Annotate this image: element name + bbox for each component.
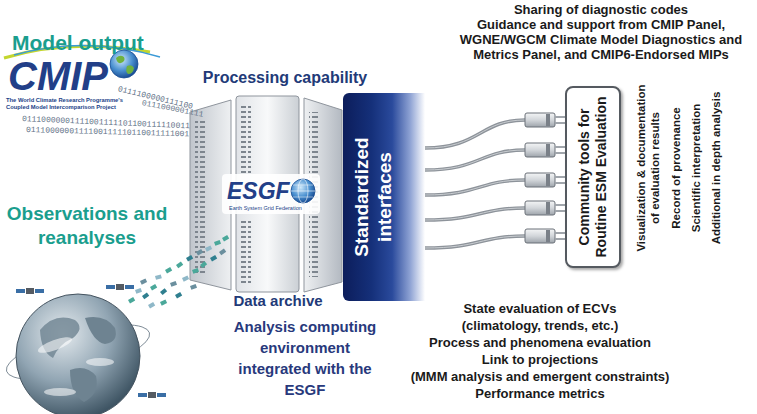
box-title: Community tools for Routine ESM Evaluati… (576, 93, 610, 261)
cable-line (425, 120, 525, 148)
plug-prong (555, 116, 565, 118)
cable-connector (425, 229, 565, 248)
cable-highlight (425, 120, 525, 148)
band-title: Standardized interfaces (350, 102, 396, 292)
earth-globe (1, 294, 154, 414)
arc-label: Data archive (228, 292, 328, 310)
cable-highlight (425, 208, 525, 220)
logo-wordmark: ESGF (227, 180, 293, 203)
cable-line (425, 236, 525, 248)
output-note: Scientific interpretation (689, 79, 703, 257)
plug-collar (546, 174, 550, 186)
note-text: Sharing of diagnostic codes (451, 2, 751, 17)
output-note: Record of provenance (669, 79, 683, 257)
plug-prong (555, 146, 565, 148)
cable-highlight (425, 236, 525, 248)
plug-prong (555, 176, 565, 178)
data-fragments (128, 235, 229, 308)
cable-connector (425, 143, 565, 170)
plug-collar (546, 202, 550, 214)
plug-prong (555, 182, 565, 184)
task-list-item: State evaluation of ECVs (390, 300, 690, 317)
caption-text: Analysis computing environment integrate… (229, 316, 381, 400)
logo-subtitle: Earth System Grid Federation (229, 205, 302, 212)
task-list-item: (MMM analysis and emergent constraints) (390, 368, 690, 385)
task-list-item: Process and phenomena evaluation (390, 334, 690, 351)
cable-line (425, 180, 525, 195)
cable-line (425, 150, 525, 170)
plug-prong (555, 152, 565, 154)
cable-connector (425, 201, 565, 220)
plug-prong (555, 210, 565, 212)
plug-collar (546, 114, 550, 126)
output-note: Visualization & documentation of evaluat… (634, 79, 662, 257)
cable-connector (425, 173, 565, 195)
plug-body (525, 173, 555, 187)
task-list-item: (climatology, trends, etc.) (390, 317, 690, 334)
interface-band: Standardized interfaces (343, 93, 425, 301)
plug-prong (555, 238, 565, 240)
plug-body (525, 113, 555, 127)
logo-wordmark: CMIP (8, 56, 120, 96)
task-list-item: Performance metrics (390, 385, 690, 402)
plug-prong (555, 232, 565, 234)
plug-body (525, 201, 555, 215)
cable-highlight (425, 150, 525, 170)
plug-body (525, 143, 555, 157)
satellites (16, 284, 166, 398)
plug-prong (555, 122, 565, 124)
task-list-item: Link to projections (390, 351, 690, 368)
note-text: Guidance and support from CMIP Panel, WG… (451, 17, 751, 62)
section-heading: Observations and reanalyses (2, 202, 172, 250)
plug-body (525, 229, 555, 243)
server-rack (190, 96, 342, 292)
cable-highlight (425, 180, 525, 195)
plug-collar (546, 144, 550, 156)
output-note: Additional in depth analysis (709, 79, 723, 257)
plug-collar (546, 230, 550, 242)
tool-box: Community tools for Routine ESM Evaluati… (565, 86, 621, 268)
arc-label: Processing capability (195, 68, 375, 87)
cable-line (425, 208, 525, 220)
plug-prong (555, 204, 565, 206)
section-heading: Model output (12, 30, 162, 55)
logo-subtitle: The World Climate Research Programme's C… (6, 97, 146, 111)
